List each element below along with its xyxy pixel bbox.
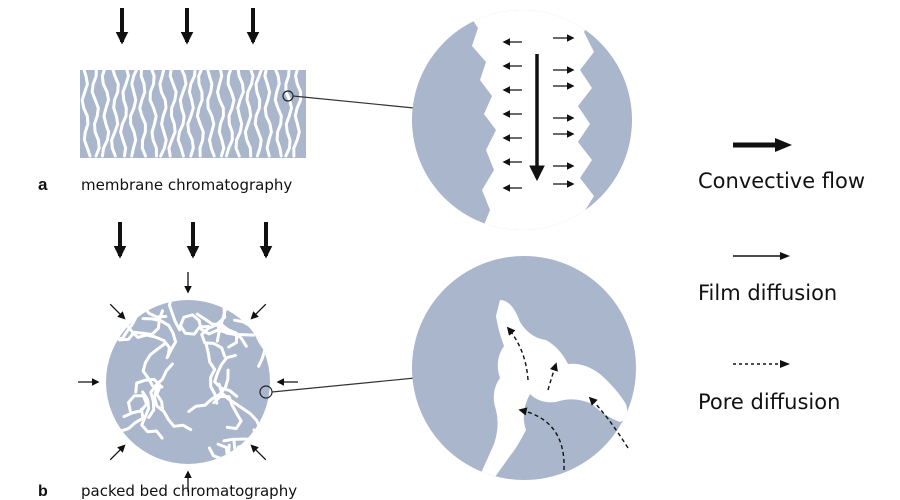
membrane-pore-channel xyxy=(273,70,283,158)
membrane-pore-channel xyxy=(263,70,273,158)
panel-a-caption: membrane chromatography xyxy=(81,176,292,194)
membrane-pore-channel xyxy=(186,70,197,158)
membrane-pore-channel xyxy=(167,70,178,158)
membrane-zoom-connector xyxy=(282,90,415,109)
bead-pore-channel xyxy=(187,368,230,413)
bead-pore-channel xyxy=(218,300,255,337)
bead-particle xyxy=(106,300,270,464)
membrane-pore-channel xyxy=(195,70,205,158)
membrane-block xyxy=(80,70,306,158)
legend-pore-diffusion-arrow xyxy=(733,360,790,368)
packed-bed-flow-arrows xyxy=(113,222,273,259)
bead-surrounding-arrows xyxy=(78,272,298,492)
panel-b-caption: packed bed chromatography xyxy=(81,482,297,500)
bead-pore-channel xyxy=(200,323,227,358)
membrane-pore-channel xyxy=(148,70,158,158)
bead-pore-channel xyxy=(140,390,164,440)
bead-pore-channel xyxy=(179,313,211,336)
membrane-pore-channel xyxy=(128,70,139,158)
bead-inflow-arrow xyxy=(250,444,267,461)
bead-pore-channel xyxy=(134,377,165,412)
membrane-pore-magnified xyxy=(412,10,632,230)
bead-inflow-arrow xyxy=(109,303,126,320)
bead-pore-channel xyxy=(106,300,127,327)
bead-pore-channel xyxy=(213,353,239,398)
bead-pore-channel xyxy=(212,394,243,430)
bead-pore-channel xyxy=(217,382,262,431)
bead-pore-channel xyxy=(141,342,167,389)
membrane-pore-channel xyxy=(110,70,120,158)
bead-pore-channel xyxy=(147,362,174,419)
bead-pore-channel xyxy=(216,442,253,464)
bead-pore-channel xyxy=(122,394,149,419)
membrane-pore-channel xyxy=(292,70,303,158)
legend-pore-diffusion-label: Pore diffusion xyxy=(698,390,840,414)
membrane-pore-channel xyxy=(243,70,255,158)
bead-pore-channel xyxy=(207,446,227,464)
bead-pore-channel xyxy=(204,342,219,405)
membrane-pore-channel xyxy=(284,70,294,158)
membrane-pore-channel xyxy=(119,70,130,158)
bead-zoom-connector xyxy=(259,377,416,399)
bead-inflow-arrow xyxy=(250,303,267,320)
bead-inflow-arrow xyxy=(109,444,126,461)
membrane-pore-channel xyxy=(90,70,101,158)
bead-pore-channel xyxy=(195,312,239,349)
bead-pore-channel xyxy=(106,407,145,433)
bead-pore-channel xyxy=(153,387,193,432)
legend-film-diffusion-label: Film diffusion xyxy=(698,281,837,305)
bead-pore-channel xyxy=(141,317,178,360)
membrane-pore-channel xyxy=(215,70,226,158)
membrane-flow-arrows xyxy=(115,8,260,45)
membrane-pore-channel xyxy=(80,70,92,158)
legend-convective-flow-arrow xyxy=(733,138,792,152)
membrane-pore-channel xyxy=(138,70,147,158)
membrane-pore-channel xyxy=(234,70,245,158)
membrane-pore-channel xyxy=(176,70,188,158)
bead-pore-channel xyxy=(236,444,270,464)
bead-pore-magnified xyxy=(412,256,636,480)
panel-b-letter: b xyxy=(38,483,48,500)
bead-pore-channel xyxy=(118,309,164,342)
bead-pore-channel xyxy=(197,319,248,348)
membrane-pore-channel xyxy=(158,70,168,158)
legend-convective-flow-label: Convective flow xyxy=(698,169,865,193)
membrane-pore-channel xyxy=(100,70,111,158)
membrane-pore-channel xyxy=(253,70,263,158)
membrane-pore-channel xyxy=(206,70,216,158)
legend-film-diffusion-arrow xyxy=(733,252,790,260)
legend: Convective flow Film diffusion Pore diff… xyxy=(698,138,865,414)
membrane-pore-channel xyxy=(224,70,236,158)
bead-pore-channel xyxy=(106,303,117,336)
panel-a-letter: a xyxy=(38,175,48,194)
